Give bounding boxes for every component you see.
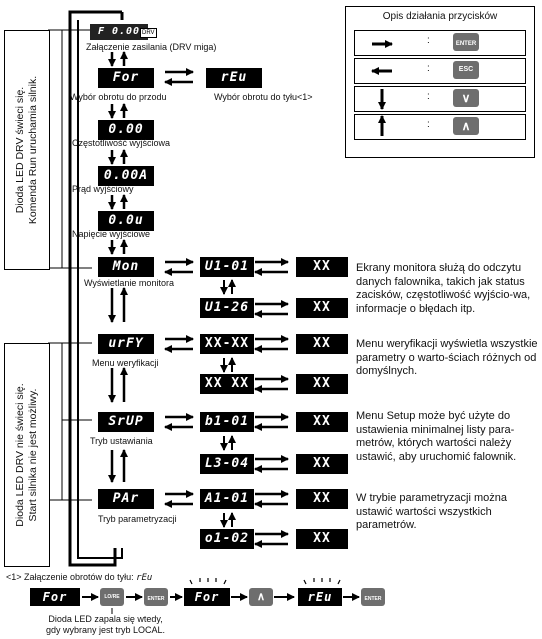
verify-label: Menu weryfikacji	[92, 358, 159, 368]
footnote-title: <1> Załączenie obrotów do tyłu: rEu	[6, 572, 152, 584]
setup-val2: XX	[296, 454, 348, 474]
footnote-enter-key-label: ENTER	[147, 596, 165, 602]
freq-display: 0.00	[98, 120, 154, 140]
setup-val1: XX	[296, 412, 348, 432]
setup-sub1: b1-01	[200, 412, 254, 432]
monitor-description: Ekrany monitora służą do odczytu danych …	[356, 262, 531, 315]
monitor-sub2: U1-26	[200, 298, 254, 318]
param-label: Tryb parametryzacji	[98, 514, 177, 524]
legend-colon: :	[427, 119, 430, 130]
footnote-up-key-icon: ∧	[249, 588, 273, 606]
down-key-icon: ∨	[453, 89, 479, 107]
lo-re-key-label: LO/RE	[104, 594, 120, 600]
footnote-for-display-2: For	[184, 588, 230, 606]
legend-title: Opis działania przycisków	[382, 11, 498, 22]
footnote-rev-display: rEu	[298, 588, 342, 606]
side-box-drv-off: Dioda LED DRV nie świeci się. Start siln…	[4, 343, 50, 567]
monitor-sub1: U1-01	[200, 257, 254, 277]
monitor-label: Wyświetlanie monitora	[84, 278, 174, 288]
legend-colon: :	[427, 35, 430, 46]
side-box-drv-on: Dioda LED DRV świeci się. Komenda Run ur…	[4, 30, 50, 270]
for-display: For	[98, 68, 154, 88]
side-text-drv-off: Dioda LED DRV nie świeci się. Start siln…	[14, 383, 39, 527]
param-description: W trybie parametryzacji można ustawić wa…	[356, 492, 507, 531]
monitor-val2: XX	[296, 298, 348, 318]
voltage-label: Napięcie wyjściowe	[72, 229, 151, 239]
param-val2: XX	[296, 529, 348, 549]
verify-sub2: XX XX	[200, 374, 254, 394]
footnote-enter-key-label-2: ENTER	[364, 596, 382, 602]
verify-val2: XX	[296, 374, 348, 394]
current-display: 0.00A	[98, 166, 154, 186]
verify-display: urFY	[98, 334, 154, 354]
for-label: Wybór obrotu do przodu	[70, 92, 167, 102]
key-legend: Opis działania przycisków : ENTER : ESC …	[345, 6, 535, 158]
footnote-title-code: rEu	[136, 573, 153, 583]
param-sub1: A1-01	[200, 489, 254, 509]
footnote-enter-key-icon-2: ENTER	[361, 588, 385, 606]
legend-colon: :	[427, 91, 430, 102]
legend-row-esc: : ESC	[354, 58, 526, 84]
legend-row-enter: : ENTER	[354, 30, 526, 56]
footnote-for-display-1: For	[30, 588, 80, 606]
rev-label: Wybór obrotu do tyłu<1>	[214, 92, 313, 102]
setup-label: Tryb ustawiania	[90, 436, 153, 446]
verify-sub1: XX-XX	[200, 334, 254, 354]
param-display: PAr	[98, 489, 154, 509]
enter-key-label: ENTER	[455, 41, 477, 47]
setup-sub2: L3-04	[200, 454, 254, 474]
verify-description: Menu weryfikacji wyświetla wszystkie par…	[356, 338, 538, 377]
legend-row-up: : ∧	[354, 114, 526, 140]
footnote-enter-key-icon: ENTER	[144, 588, 168, 606]
side-text-drv-on: Dioda LED DRV świeci się. Komenda Run ur…	[14, 75, 39, 225]
setup-description: Menu Setup może być użyte do ustawienia …	[356, 410, 517, 463]
verify-val1: XX	[296, 334, 348, 354]
up-key-icon: ∧	[453, 117, 479, 135]
power-display-text: F 0.00	[97, 26, 141, 37]
param-val1: XX	[296, 489, 348, 509]
drv-badge: DRV	[140, 28, 157, 38]
legend-row-down: : ∨	[354, 86, 526, 112]
footnote-title-text: <1> Załączenie obrotów do tyłu:	[6, 572, 134, 582]
legend-colon: :	[427, 63, 430, 74]
enter-key-icon: ENTER	[453, 33, 479, 51]
monitor-display: Mon	[98, 257, 154, 277]
param-sub2: o1-02	[200, 529, 254, 549]
monitor-val1: XX	[296, 257, 348, 277]
footnote-note: Dioda LED zapala się wtedy, gdy wybrany …	[46, 614, 166, 635]
esc-key-icon: ESC	[453, 61, 479, 79]
power-label: Załączenie zasilania (DRV miga)	[86, 42, 217, 52]
lo-re-key-icon: LO/RE	[100, 588, 124, 606]
current-label: Prąd wyjściowy	[72, 184, 134, 194]
rev-display: rEu	[206, 68, 262, 88]
power-display: F 0.00	[90, 24, 148, 40]
freq-label: Częstotliwość wyjściowa	[72, 138, 171, 148]
voltage-display: 0.0u	[98, 211, 154, 231]
setup-display: SrUP	[98, 412, 154, 432]
